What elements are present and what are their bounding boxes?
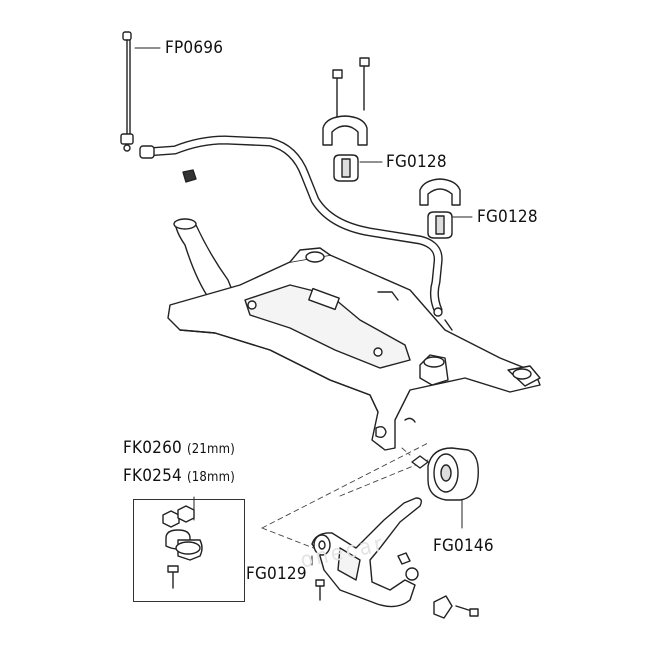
clamp-bushing-upper-part	[322, 57, 370, 182]
label-front-arm-bushing: FG0129	[246, 564, 307, 584]
subframe-part	[167, 218, 541, 451]
stabilizer-link-part	[120, 31, 134, 152]
label-stabilizer-link: FP0696	[165, 38, 224, 58]
label-rear-arm-bushing: FG0146	[433, 536, 494, 556]
stabilizer-bar-part	[139, 135, 443, 317]
lower-control-arm-part	[311, 497, 423, 608]
label-bushing-lower: FG0128	[477, 207, 538, 227]
clamp-bushing-lower-part	[419, 178, 461, 239]
label-bushing-upper: FG0128	[386, 152, 447, 172]
label-ball-joint-21mm: FK0260 (21mm)	[123, 438, 236, 458]
ball-joint-kit-part	[162, 505, 203, 589]
leader-lines	[134, 47, 473, 566]
dashed-guide-lines	[261, 441, 441, 550]
rear-arm-bushing-part	[411, 447, 479, 501]
label-ball-joint-18mm: FK0254 (18mm)	[123, 466, 236, 486]
bracket-bolt-part	[433, 595, 479, 619]
ball-joint-kit-box	[133, 499, 245, 602]
